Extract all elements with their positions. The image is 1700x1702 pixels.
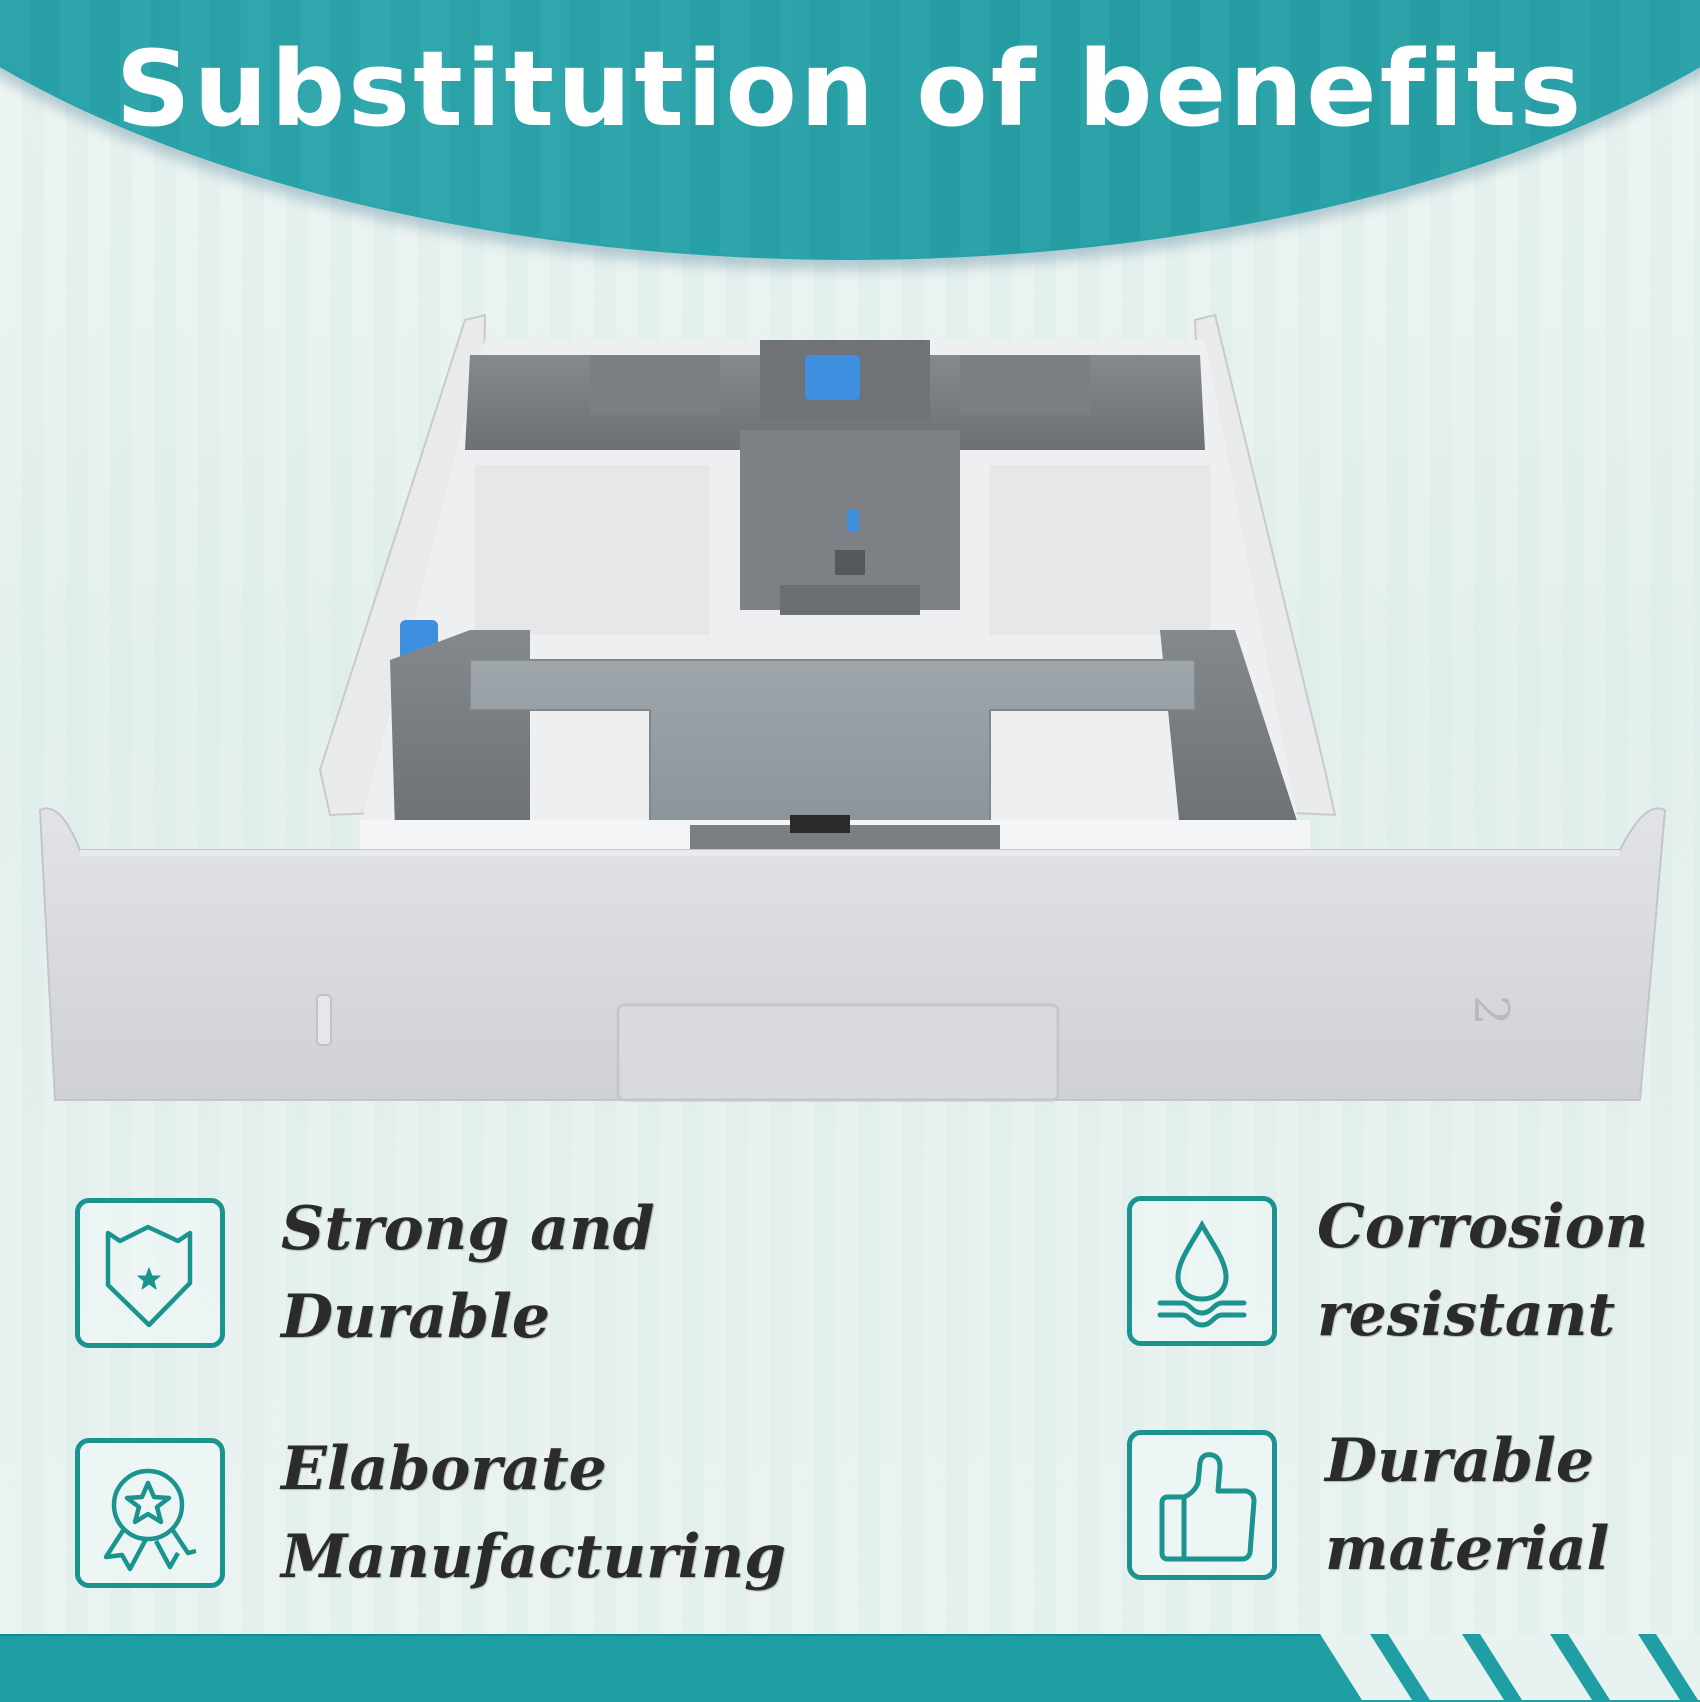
thumbs-up-icon: [1127, 1430, 1277, 1580]
feature-label: Corrosion resistant: [1317, 1192, 1649, 1350]
svg-text:2: 2: [1463, 995, 1519, 1026]
water-drop-icon: [1127, 1196, 1277, 1346]
footer-diagonal-stripes: [1320, 1634, 1700, 1700]
feature-label: Elaborate Manufacturing: [281, 1434, 787, 1592]
feature-strong-durable: Strong and Durable: [75, 1185, 655, 1361]
award-medal-icon: [75, 1438, 225, 1588]
product-image-paper-tray: 2: [38, 313, 1667, 1102]
feature-label: Strong and Durable: [281, 1194, 655, 1352]
feature-durable-material: Durable material: [1127, 1417, 1609, 1593]
feature-corrosion-resistant: Corrosion resistant: [1127, 1183, 1648, 1359]
shield-star-icon: [75, 1198, 225, 1348]
feature-label: Durable material: [1325, 1426, 1610, 1584]
feature-elaborate-manufacturing: Elaborate Manufacturing: [75, 1425, 786, 1601]
page-title: Substitution of benefits: [115, 28, 1585, 150]
